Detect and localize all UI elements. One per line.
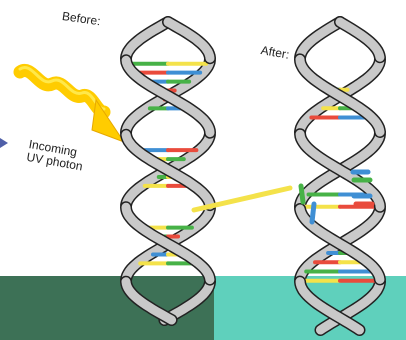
before-dna-helix <box>126 22 210 320</box>
photon-body <box>20 70 104 112</box>
wavy-arrow-icon <box>20 67 124 142</box>
damaged-base <box>301 186 303 202</box>
triangle-pointer-icon <box>0 138 8 148</box>
photon-arrowhead <box>92 100 124 142</box>
damaged-base <box>312 204 314 222</box>
